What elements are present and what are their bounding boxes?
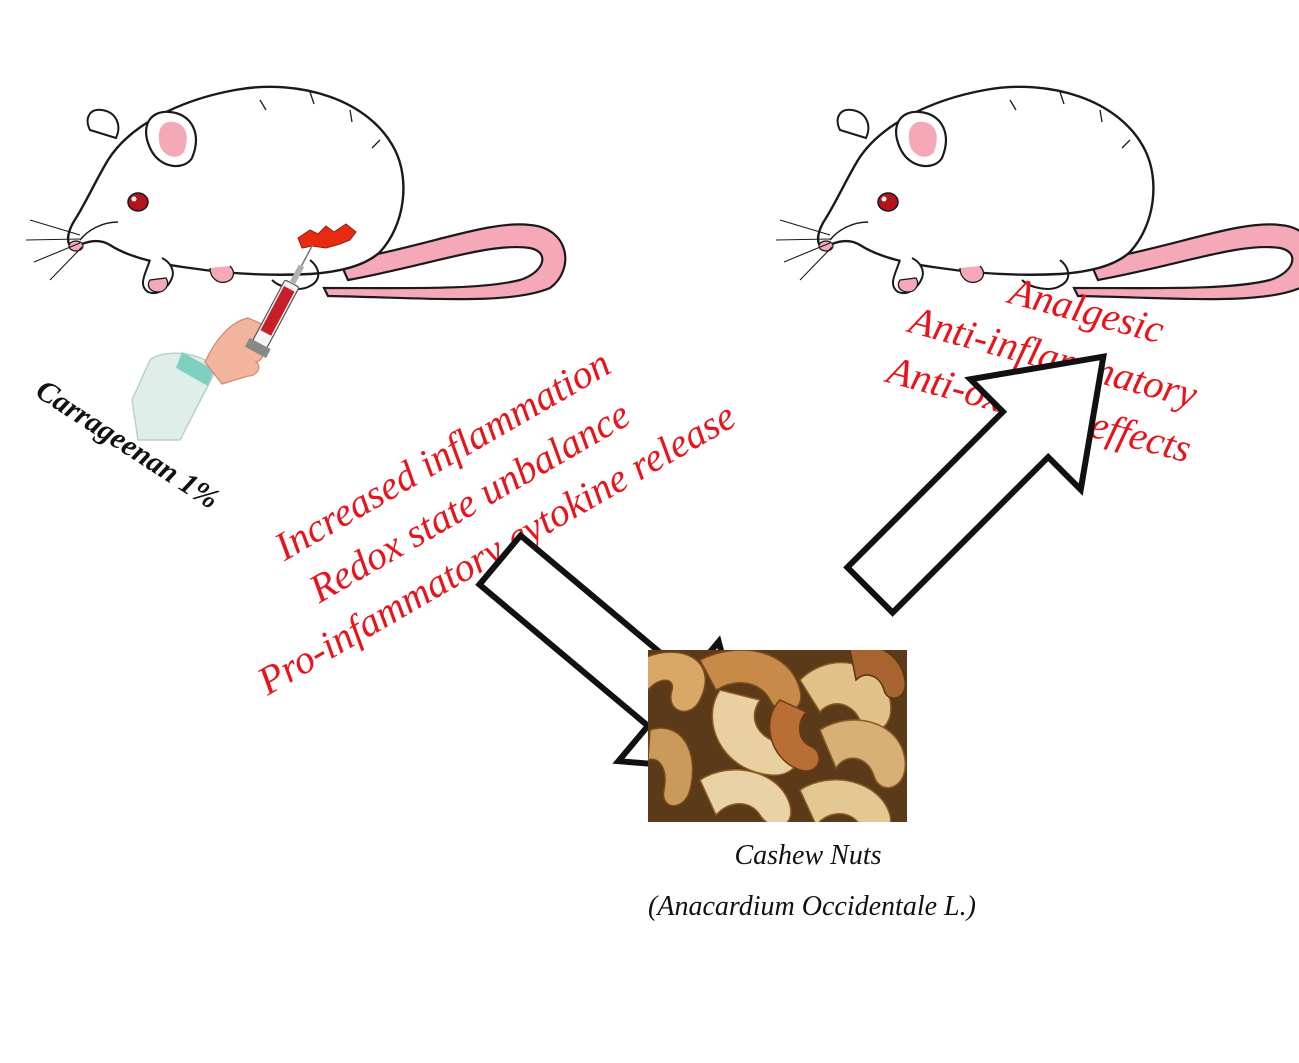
syringe-hand-icon: [131, 244, 314, 441]
treatment-name: Cashew Nuts: [734, 840, 881, 871]
cashew-nuts-image: [648, 650, 907, 822]
treatment-latin-name: (Anacardium Occidentale L.): [648, 891, 976, 922]
mouse-inflamed: [24, 85, 567, 301]
mouse-treated: [774, 85, 1299, 301]
